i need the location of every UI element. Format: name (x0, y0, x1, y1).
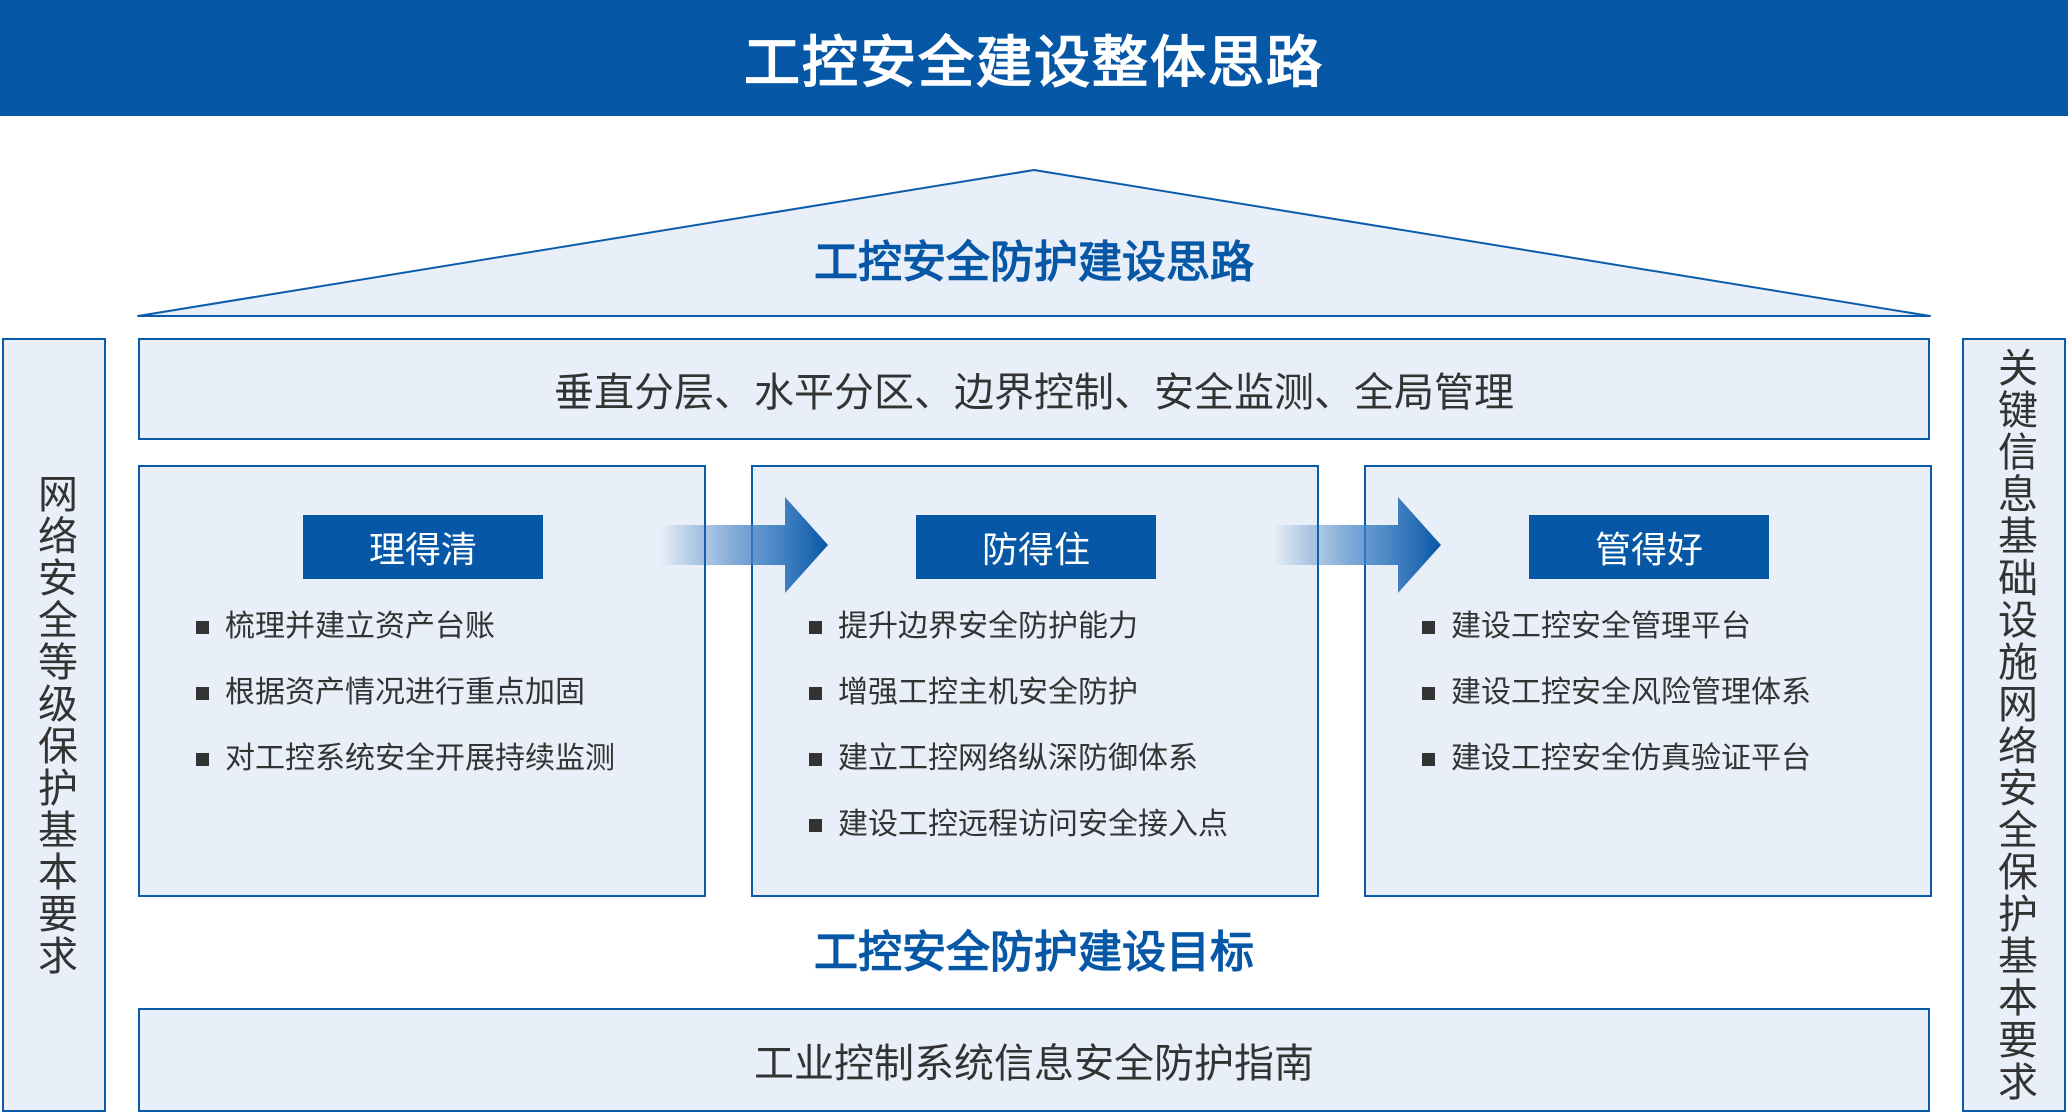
square-bullet-icon (1422, 753, 1435, 766)
square-bullet-icon (196, 621, 209, 634)
column-box-3: 管得好 建设工控安全管理平台 建设工控安全风险管理体系 建设工控安全仿真验证平台 (1364, 465, 1932, 897)
list-item: 梳理并建立资产台账 (196, 607, 615, 673)
square-bullet-icon (809, 687, 822, 700)
guide-panel: 工业控制系统信息安全防护指南 (138, 1008, 1930, 1112)
right-arrow-icon (660, 497, 828, 593)
list-item: 建设工控安全风险管理体系 (1422, 673, 1811, 739)
left-side-text: 网络安全等级保护基本要求 (31, 473, 77, 977)
goal-title: 工控安全防护建设目标 (814, 927, 1254, 978)
column-box-1: 理得清 梳理并建立资产台账 根据资产情况进行重点加固 对工控系统安全开展持续监测 (138, 465, 706, 897)
column-label: 防得住 (916, 515, 1156, 579)
column-label: 理得清 (303, 515, 543, 579)
list-item: 提升边界安全防护能力 (809, 607, 1228, 673)
square-bullet-icon (1422, 687, 1435, 700)
column-label: 管得好 (1529, 515, 1769, 579)
square-bullet-icon (196, 687, 209, 700)
header-banner: 工控安全建设整体思路 (0, 0, 2068, 116)
square-bullet-icon (1422, 621, 1435, 634)
square-bullet-icon (809, 819, 822, 832)
list-item: 增强工控主机安全防护 (809, 673, 1228, 739)
square-bullet-icon (809, 753, 822, 766)
column-box-2: 防得住 提升边界安全防护能力 增强工控主机安全防护 建立工控网络纵深防御体系 建… (751, 465, 1319, 897)
square-bullet-icon (196, 753, 209, 766)
principles-panel: 垂直分层、水平分区、边界控制、安全监测、全局管理 (138, 338, 1930, 440)
bullet-list: 梳理并建立资产台账 根据资产情况进行重点加固 对工控系统安全开展持续监测 (196, 607, 615, 805)
list-item: 建立工控网络纵深防御体系 (809, 739, 1228, 805)
list-item: 根据资产情况进行重点加固 (196, 673, 615, 739)
bullet-list: 建设工控安全管理平台 建设工控安全风险管理体系 建设工控安全仿真验证平台 (1422, 607, 1811, 805)
right-arrow-icon (1273, 497, 1441, 593)
roof-title: 工控安全防护建设思路 (814, 237, 1254, 288)
bullet-list: 提升边界安全防护能力 增强工控主机安全防护 建立工控网络纵深防御体系 建设工控远… (809, 607, 1228, 871)
list-item: 建设工控安全管理平台 (1422, 607, 1811, 673)
list-item: 建设工控远程访问安全接入点 (809, 805, 1228, 871)
square-bullet-icon (809, 621, 822, 634)
left-side-panel: 网络安全等级保护基本要求 (2, 338, 106, 1112)
right-side-text: 关键信息基础设施网络安全保护基本要求 (1991, 347, 2037, 1103)
guide-text: 工业控制系统信息安全防护指南 (754, 1041, 1314, 1087)
principles-text: 垂直分层、水平分区、边界控制、安全监测、全局管理 (554, 370, 1514, 416)
list-item: 建设工控安全仿真验证平台 (1422, 739, 1811, 805)
list-item: 对工控系统安全开展持续监测 (196, 739, 615, 805)
page-title: 工控安全建设整体思路 (744, 30, 1324, 96)
roof-triangle (137, 169, 1931, 317)
right-side-panel: 关键信息基础设施网络安全保护基本要求 (1962, 338, 2066, 1112)
